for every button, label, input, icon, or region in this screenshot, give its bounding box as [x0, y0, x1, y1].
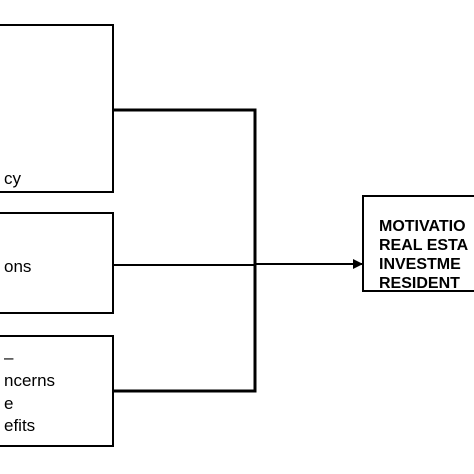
source-box-3: – ncerns e efits: [0, 335, 114, 447]
source-box-3-line-4: efits: [4, 416, 35, 435]
source-box-1-frame: [0, 24, 114, 193]
source-box-1-line-1: cy: [4, 169, 22, 188]
target-box-line-4: RESIDENT: [379, 275, 460, 292]
target-box: MOTIVATIO REAL ESTA INVESTME RESIDENT: [362, 195, 474, 292]
target-box-line-3: INVESTME: [379, 256, 461, 273]
source-box-2-line-1: ons: [4, 257, 31, 276]
source-box-3-line-1: –: [4, 348, 14, 367]
target-box-line-2: REAL ESTA: [379, 237, 469, 254]
source-box-2-frame: [0, 212, 114, 314]
source-box-2: ons: [0, 212, 114, 314]
target-box-line-1: MOTIVATIO: [379, 218, 466, 235]
source-box-1: cy: [0, 24, 114, 193]
source-box-3-line-2: ncerns: [4, 371, 55, 390]
target-box-frame: [362, 195, 474, 292]
source-box-3-line-3: e: [4, 394, 13, 413]
